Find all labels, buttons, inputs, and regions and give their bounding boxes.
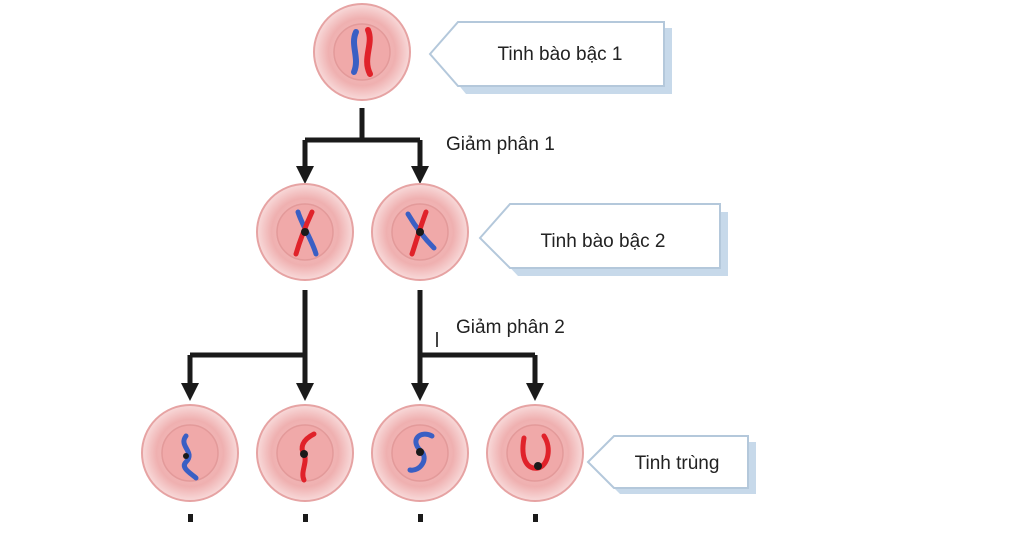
- arrowhead: [296, 383, 314, 401]
- connectors: [187, 108, 538, 385]
- bottom-stubs: [188, 514, 538, 522]
- cell-sperm-4: [486, 404, 584, 502]
- arrowhead: [296, 166, 314, 184]
- cell-primary-spermatocyte: [313, 3, 411, 101]
- arrowhead: [181, 383, 199, 401]
- chromosome-red: [364, 27, 373, 77]
- label-primary-spermatocyte: Tinh bào bậc 1: [498, 44, 623, 65]
- arrowheads: [181, 166, 544, 401]
- arrowhead: [526, 383, 544, 401]
- cell-sperm-1: [141, 404, 239, 502]
- callout-primary-spermatocyte: Tinh bào bậc 1: [428, 21, 672, 94]
- cell-secondary-spermatocyte-right: [371, 183, 469, 281]
- cell-secondary-spermatocyte-left: [256, 183, 354, 281]
- cell-sperm-3: [371, 404, 469, 502]
- callout-secondary-spermatocyte: Tinh bào bậc 2: [478, 203, 728, 276]
- chromosome-blue: [351, 29, 359, 75]
- arrowhead: [411, 166, 429, 184]
- label-meiosis-1: Giảm phân 1: [446, 134, 555, 155]
- arrowhead: [411, 383, 429, 401]
- label-meiosis-2: Giảm phân 2: [456, 317, 565, 338]
- callout-sperm: Tinh trùng: [586, 435, 756, 494]
- label-sperm: Tinh trùng: [635, 453, 720, 474]
- cell-sperm-2: [256, 404, 354, 502]
- label-secondary-spermatocyte: Tinh bào bậc 2: [541, 231, 666, 252]
